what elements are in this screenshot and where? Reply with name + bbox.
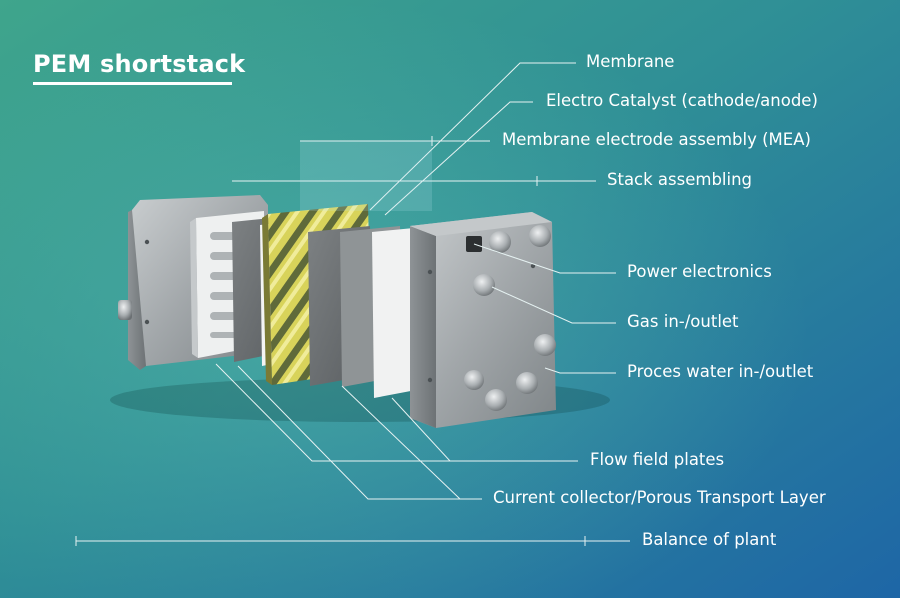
- mea-highlight: [300, 141, 432, 211]
- bolt: [534, 334, 556, 356]
- label-mea: Membrane electrode assembly (MEA): [502, 130, 811, 150]
- label-electro-catalyst: Electro Catalyst (cathode/anode): [546, 91, 818, 111]
- bolt: [464, 370, 484, 390]
- leader-water: [545, 368, 616, 373]
- flow-field-plate-right: [372, 228, 416, 398]
- label-membrane: Membrane: [586, 52, 674, 72]
- label-stack-assembling: Stack assembling: [607, 170, 752, 190]
- label-proces-water: Proces water in-/outlet: [627, 362, 813, 382]
- label-power-electronics: Power electronics: [627, 262, 772, 282]
- bolt: [529, 225, 551, 247]
- label-gas: Gas in-/outlet: [627, 312, 739, 332]
- label-current-collector: Current collector/Porous Transport Layer: [493, 488, 826, 508]
- diagram-title: PEM shortstack: [33, 50, 245, 78]
- bolt: [473, 274, 495, 296]
- label-flow-field-plates: Flow field plates: [590, 450, 724, 470]
- bolt: [485, 389, 507, 411]
- right-end-plate: [410, 212, 556, 428]
- left-bolt: [118, 300, 132, 320]
- label-balance-of-plant: Balance of plant: [642, 530, 776, 550]
- bolt: [516, 372, 538, 394]
- title-underline: [33, 82, 232, 85]
